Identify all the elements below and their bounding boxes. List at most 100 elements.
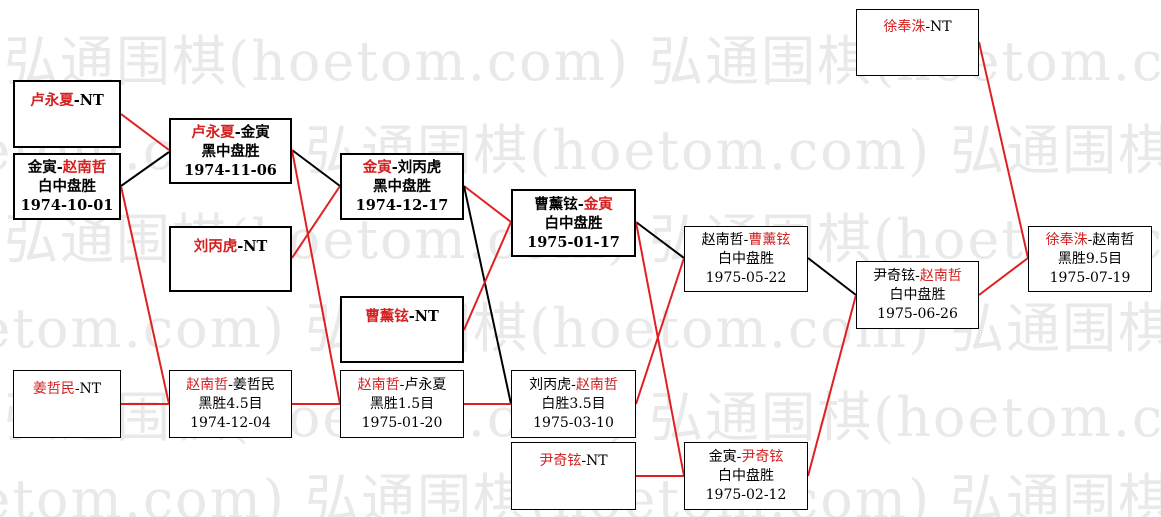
match-text: 黑胜9.5目 bbox=[1057, 250, 1123, 267]
match-players: 金寅-刘丙虎 bbox=[363, 158, 442, 177]
bracket-connector bbox=[120, 151, 170, 187]
winner-name: 赵南哲 bbox=[919, 267, 962, 284]
match-text: 1975-07-19 bbox=[1049, 269, 1131, 286]
match-players: 曹薰铉-金寅 bbox=[534, 195, 613, 214]
match-box-n12: 尹奇铉-NT bbox=[511, 442, 636, 510]
match-players: 刘丙虎-NT bbox=[194, 237, 268, 256]
match-result: 白中盘胜 bbox=[545, 214, 603, 233]
match-text: -赵南哲 bbox=[1087, 231, 1135, 248]
match-text: -NT bbox=[73, 92, 104, 109]
match-result: 黑胜1.5目 bbox=[370, 395, 434, 414]
match-players: 卢永夏-NT bbox=[30, 91, 104, 110]
winner-name: 刘丙虎 bbox=[193, 238, 238, 255]
match-text: 黑中盘胜 bbox=[201, 142, 260, 160]
match-date: 1975-07-19 bbox=[1050, 269, 1131, 288]
match-text: 白中盘胜 bbox=[889, 286, 946, 303]
match-players: 刘丙虎-赵南哲 bbox=[529, 376, 618, 395]
match-text: -NT bbox=[925, 19, 952, 35]
match-result: 白中盘胜 bbox=[38, 177, 96, 196]
match-box-n9: 赵南哲-卢永夏黑胜1.5目 1975-01-20 bbox=[340, 370, 464, 438]
match-players: 徐奉洙-NT bbox=[883, 18, 951, 37]
winner-name: 赵南哲 bbox=[357, 376, 400, 393]
match-box-n4: 刘丙虎-NT bbox=[169, 226, 292, 292]
match-text: 黑胜1.5目 bbox=[369, 395, 435, 412]
match-players: 姜哲民-NT bbox=[33, 380, 101, 399]
winner-name: 金寅 bbox=[362, 159, 392, 176]
match-text: 1975-05-22 bbox=[705, 269, 787, 286]
match-players: 金寅-赵南哲 bbox=[28, 158, 107, 177]
winner-name: 姜哲民 bbox=[32, 381, 75, 397]
match-text: 白中盘胜 bbox=[38, 178, 96, 195]
match-players: 尹奇铉-NT bbox=[539, 452, 607, 471]
match-players: 曹薰铉-NT bbox=[365, 307, 439, 326]
winner-name: 尹奇铉 bbox=[539, 453, 582, 469]
winner-name: 赵南哲 bbox=[186, 376, 229, 393]
match-text: 黑胜4.5目 bbox=[198, 395, 263, 412]
match-text: 金寅- bbox=[708, 448, 742, 465]
match-text: -卢永夏 bbox=[399, 376, 447, 393]
match-text: -金寅 bbox=[234, 123, 270, 141]
bracket-connector bbox=[291, 185, 341, 259]
match-text: 黑中盘胜 bbox=[373, 178, 431, 195]
match-text: -刘丙虎 bbox=[391, 159, 442, 176]
winner-name: 尹奇铉 bbox=[741, 448, 784, 465]
bracket-connector bbox=[291, 149, 341, 405]
match-date: 1975-06-26 bbox=[877, 305, 958, 324]
match-date: 1974-10-01 bbox=[21, 196, 114, 215]
match-text: 金寅- bbox=[27, 159, 63, 176]
match-result: 白中盘胜 bbox=[890, 286, 946, 305]
match-text: 赵南哲- bbox=[701, 231, 749, 248]
match-result: 黑中盘胜 bbox=[373, 177, 431, 196]
bracket-connector bbox=[120, 185, 170, 405]
match-text: 曹薰铉- bbox=[534, 195, 584, 213]
bracket-connector bbox=[120, 113, 170, 151]
match-date: 1975-01-17 bbox=[527, 233, 620, 252]
match-date: 1975-02-12 bbox=[706, 486, 787, 505]
bracket-connector bbox=[807, 257, 857, 296]
match-text: 1975-02-12 bbox=[705, 486, 787, 503]
match-date: 1975-05-22 bbox=[706, 269, 787, 288]
match-text: 1974-12-04 bbox=[190, 414, 271, 431]
match-box-n8: 曹薰铉-NT bbox=[340, 296, 464, 363]
match-players: 卢永夏-金寅 bbox=[191, 123, 270, 142]
match-text: -NT bbox=[408, 308, 439, 325]
match-text: -NT bbox=[581, 453, 608, 469]
match-text: 1974-10-01 bbox=[20, 197, 114, 214]
winner-name: 赵南哲 bbox=[62, 159, 107, 176]
match-players: 尹奇铉-赵南哲 bbox=[873, 267, 962, 286]
match-text: -姜哲民 bbox=[228, 376, 275, 393]
match-text: -NT bbox=[237, 238, 268, 255]
winner-name: 金寅 bbox=[583, 195, 613, 213]
winner-name: 曹薰铉 bbox=[365, 308, 409, 325]
match-box-n5: 姜哲民-NT bbox=[13, 370, 121, 438]
bracket-connector bbox=[635, 221, 685, 477]
winner-name: 徐奉洙 bbox=[1045, 231, 1088, 248]
match-box-n13: 赵南哲-曹薰铉白中盘胜 1975-05-22 bbox=[684, 226, 808, 292]
winner-name: 赵南哲 bbox=[575, 376, 618, 393]
bracket-connector bbox=[463, 221, 512, 331]
match-text: 1974-11-06 bbox=[184, 161, 277, 179]
bracket-connector bbox=[291, 149, 341, 187]
match-text: 1974-12-17 bbox=[355, 197, 449, 214]
match-result: 白胜3.5目 bbox=[541, 395, 605, 414]
match-text: 尹奇铉- bbox=[873, 267, 920, 284]
match-text: 白中盘胜 bbox=[718, 250, 774, 267]
match-result: 黑胜9.5目 bbox=[1058, 250, 1122, 269]
match-players: 金寅-尹奇铉 bbox=[709, 448, 784, 467]
match-players: 赵南哲-姜哲民 bbox=[186, 376, 275, 395]
match-date: 1974-12-04 bbox=[190, 414, 271, 433]
match-text: 1975-03-10 bbox=[533, 414, 614, 431]
match-result: 白中盘胜 bbox=[718, 467, 774, 486]
match-text: -NT bbox=[74, 381, 102, 397]
match-result: 黑中盘胜 bbox=[202, 142, 260, 161]
match-box-n1: 卢永夏-NT bbox=[13, 80, 121, 148]
match-players: 赵南哲-曹薰铉 bbox=[702, 231, 791, 250]
match-text: 1975-01-17 bbox=[527, 233, 620, 251]
match-date: 1975-01-20 bbox=[362, 414, 443, 433]
